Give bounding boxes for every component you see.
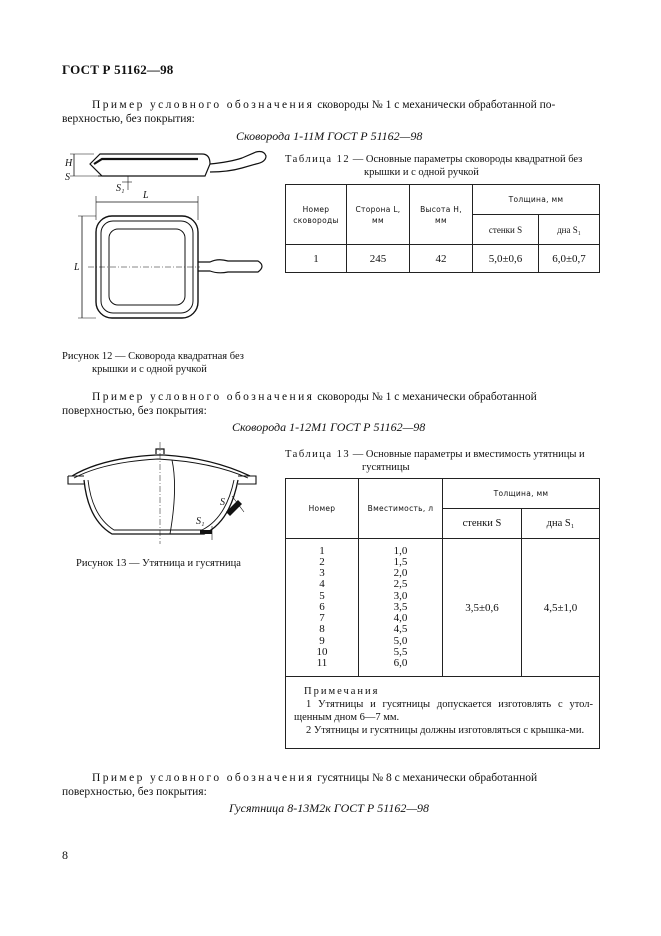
- example1-line2: верхностью, без покрытия:: [62, 113, 195, 125]
- table13-header-wall: стенки S: [442, 508, 522, 539]
- table13-caption-line2: гусятницы: [362, 462, 410, 473]
- table13-header-thickness: Толщина, мм: [442, 478, 600, 509]
- table12-header-height-l2: мм: [435, 215, 447, 225]
- fig13-dim-S1: S₁: [196, 516, 205, 527]
- figure13-drawing: [67, 442, 257, 544]
- example3-line1: Пример условного обозначения гусятницы №…: [92, 771, 612, 785]
- table13-caption-rest: — Основные параметры и вместимость утятн…: [350, 449, 585, 460]
- table13: Номер Вместимость, л Толщина, мм стенки …: [285, 478, 600, 749]
- table13-note2: 2 Утятницы и гусятницы должны изготовлят…: [306, 725, 585, 736]
- table13-notes: Примечания 1 Утятницы и гусятницы допуск…: [285, 676, 600, 749]
- table12-header-number-l2: сковороды: [293, 215, 339, 225]
- table12-cell-height: 42: [409, 244, 473, 273]
- document-header: ГОСТ Р 51162—98: [62, 62, 174, 77]
- figure13-caption: Рисунок 13 — Утятница и гусятница: [76, 558, 241, 569]
- table12-caption-lead: Таблица 12: [285, 154, 351, 165]
- table12-header-number-l1: Номер: [302, 204, 330, 214]
- fig12-dim-S: S: [65, 172, 70, 183]
- example3-designation: Гусятница 8-13М2к ГОСТ Р 51162—98: [229, 801, 430, 815]
- table12-header-side: Сторона L, мм: [346, 184, 410, 245]
- table12-cell-wall: 5,0±0,6: [472, 244, 539, 273]
- example2-rest: сковороды № 1 с механически обработанной: [314, 391, 537, 403]
- example2-lead: Пример условного обозначения: [92, 391, 315, 403]
- table13-number-column: 1 2 3 4 5 6 7 8 9 10 11: [285, 538, 359, 677]
- table12-caption-rest: — Основные параметры сковороды квадратно…: [350, 154, 583, 165]
- example1-line1: Пример условного обозначения сковороды №…: [92, 98, 612, 112]
- table12-header-bottom: дна S₁: [538, 214, 600, 245]
- fig12-dim-L-top: L: [143, 190, 149, 201]
- fig12-dim-H: H: [65, 158, 73, 169]
- table13-header-number: Номер: [285, 478, 359, 539]
- example3-line2: поверхностью, без покрытия:: [62, 786, 207, 798]
- table13-caption-lead: Таблица 13: [285, 449, 351, 460]
- fig12-dim-L-left: L: [74, 262, 80, 273]
- example3-lead: Пример условного обозначения: [92, 772, 315, 784]
- table12-header-wall: стенки S: [472, 214, 539, 245]
- table12-header-height-l1: Высота H,: [420, 204, 462, 214]
- example2-line1: Пример условного обозначения сковороды №…: [92, 390, 612, 404]
- fig13-dim-S: S: [220, 497, 225, 508]
- table12-caption-line2: крышки и с одной ручкой: [364, 167, 479, 178]
- table13-bottom-value: 4,5±1,0: [521, 538, 600, 677]
- table13-wall-value: 3,5±0,6: [442, 538, 522, 677]
- table13-caption-line1: Таблица 13 — Основные параметры и вмести…: [285, 448, 605, 461]
- table13-notes-title: Примечания: [304, 686, 380, 697]
- table13-note1: 1 Утятницы и гусятницы допускается изгот…: [294, 699, 593, 723]
- fig12-dim-S1: S₁: [116, 183, 125, 194]
- table12-cell-number: 1: [285, 244, 347, 273]
- example2-designation: Сковорода 1-12М1 ГОСТ Р 51162—98: [232, 420, 426, 434]
- table13-header-capacity: Вместимость, л: [358, 478, 443, 539]
- table12: Номер сковороды Сторона L, мм Высота H, …: [285, 184, 600, 273]
- table12-cell-side: 245: [346, 244, 410, 273]
- example2-line2: поверхностью, без покрытия:: [62, 405, 207, 417]
- table12-caption-line1: Таблица 12 — Основные параметры сковород…: [285, 153, 605, 166]
- figure12-caption-line2: крышки и с одной ручкой: [92, 364, 207, 375]
- table12-header-side-l1: Сторона L,: [355, 204, 401, 214]
- example3-rest: гусятницы № 8 с механически обработанной: [314, 772, 538, 784]
- table13-header-bottom: дна S₁: [521, 508, 600, 539]
- table12-header-number: Номер сковороды: [285, 184, 347, 245]
- table12-header-thickness: Толщина, мм: [472, 184, 600, 215]
- table13-capacity-column: 1,0 1,5 2,0 2,5 3,0 3,5 4,0 4,5 5,0 5,5 …: [358, 538, 443, 677]
- example1-lead: Пример условного обозначения: [92, 99, 315, 111]
- figure12-drawing: [70, 150, 267, 319]
- example1-rest: сковороды № 1 с механически обработанной…: [314, 99, 556, 111]
- example1-designation: Сковорода 1-11М ГОСТ Р 51162—98: [236, 129, 423, 143]
- table12-header-height: Высота H, мм: [409, 184, 473, 245]
- page-number: 8: [62, 848, 68, 862]
- figure12-caption-line1: Рисунок 12 — Сковорода квадратная без: [62, 351, 244, 362]
- table12-header-side-l2: мм: [372, 215, 384, 225]
- table12-cell-bottom: 6,0±0,7: [538, 244, 600, 273]
